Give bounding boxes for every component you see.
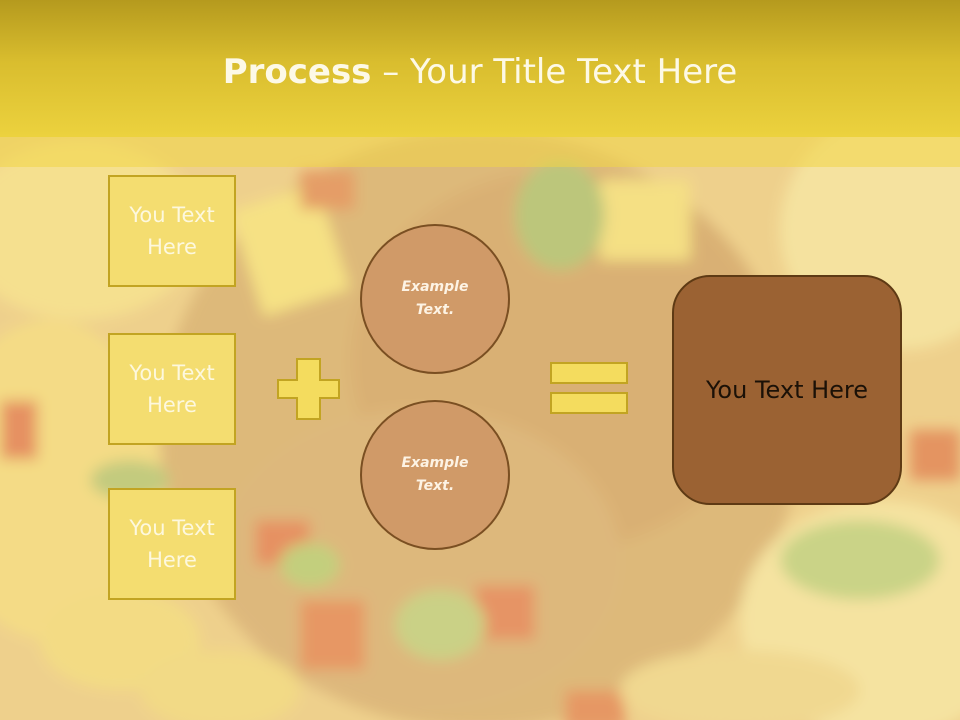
title-bold-part: Process <box>222 52 372 92</box>
title-bar <box>0 0 960 137</box>
example-circle-2[interactable]: Example Text. <box>360 400 510 550</box>
title-bar-fade <box>0 137 960 167</box>
slide-title: Process – Your Title Text Here <box>0 52 960 92</box>
title-rest: – Your Title Text Here <box>371 52 738 92</box>
left-text-box-2[interactable]: You Text Here <box>108 333 236 445</box>
example-circle-1[interactable]: Example Text. <box>360 224 510 374</box>
left-text-box-3[interactable]: You Text Here <box>108 488 236 600</box>
result-text-box[interactable]: You Text Here <box>672 275 902 505</box>
left-text-box-1[interactable]: You Text Here <box>108 175 236 287</box>
